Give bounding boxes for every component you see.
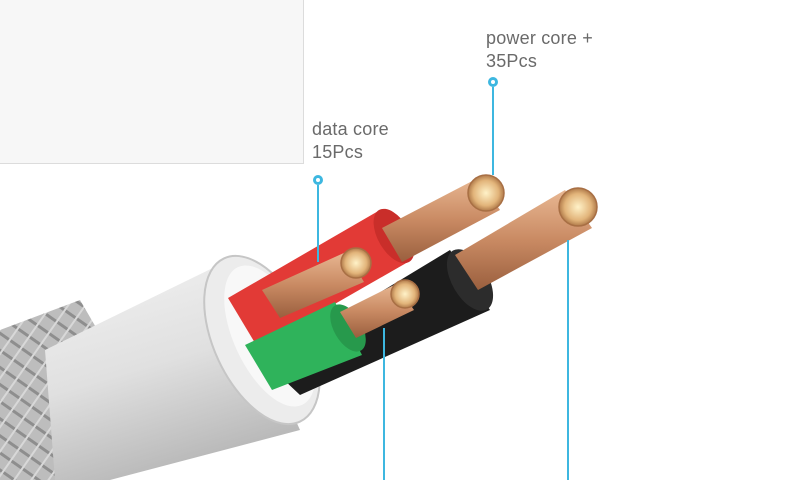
leader-line-power-core: [488, 77, 498, 175]
copper-strand-power-right: [455, 187, 598, 290]
data-core-label: data core 15Pcs: [312, 118, 389, 164]
copper-strand-power-top: [382, 174, 505, 262]
inset-panel: [0, 0, 304, 164]
power-core-label-line2: 35Pcs: [486, 51, 538, 71]
copper-strand-data-green: [340, 279, 420, 338]
copper-strand-data-red: [262, 247, 372, 318]
leader-line-data-core: [313, 175, 323, 262]
power-core-label: power core + 35Pcs: [486, 27, 593, 73]
power-core-label-line1: power core +: [486, 28, 593, 48]
data-core-label-line2: 15Pcs: [312, 142, 364, 162]
data-core-label-line1: data core: [312, 119, 389, 139]
